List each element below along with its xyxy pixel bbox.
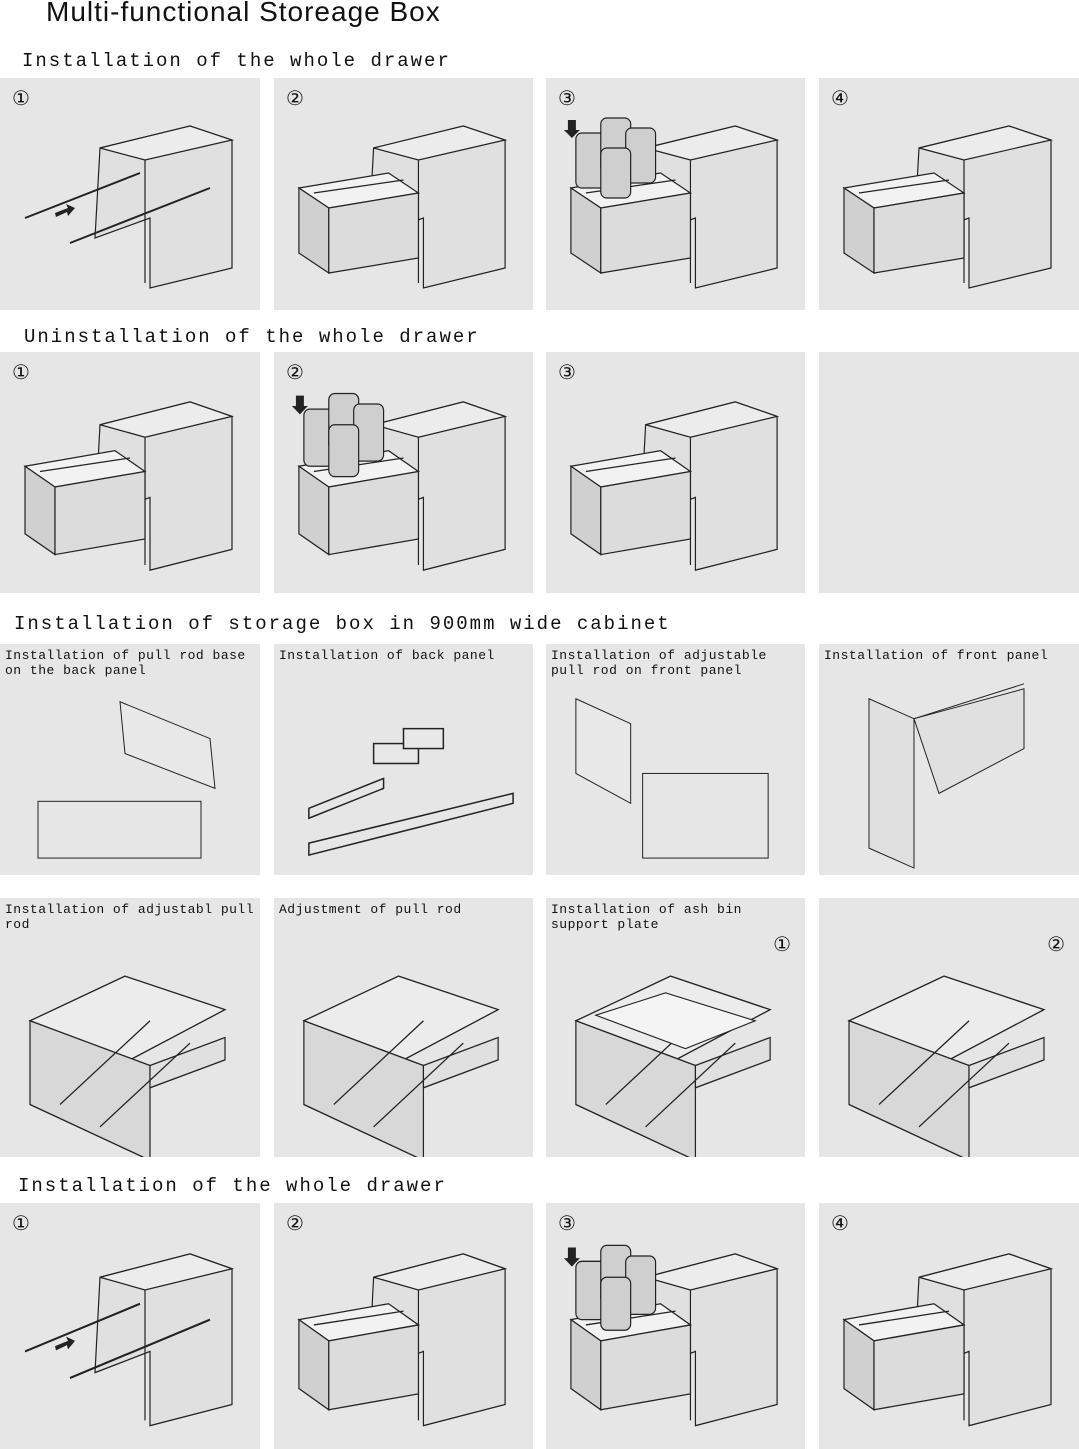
drawer-box-drawing: [28, 975, 227, 1157]
illustration: [28, 975, 227, 1157]
section-5-panel-4: ④: [819, 1203, 1079, 1449]
slide-rails: [24, 1302, 211, 1379]
panel-caption: Installation of adjustable pull rod on f…: [551, 648, 767, 678]
section-3-panel-3: Installation of adjustable pull rod on f…: [546, 644, 805, 875]
step-number: ①: [12, 1211, 30, 1235]
illustration: [37, 700, 216, 859]
cabinet-drawing: [913, 1253, 1054, 1427]
section-5-panel-1: ①: [0, 1203, 260, 1449]
illustration: [569, 401, 780, 571]
section-4-panel-1: Installation of adjustabl pull rod: [0, 898, 260, 1157]
section-heading-install-1: Installation of the whole drawer: [22, 50, 451, 72]
step-number: ①: [773, 932, 791, 956]
step-number: ②: [1047, 932, 1065, 956]
illustration: [24, 1253, 235, 1427]
illustration: [842, 1253, 1054, 1427]
illustration: [575, 697, 769, 859]
section-1-panel-2: ②: [274, 78, 533, 310]
step-number: ①: [12, 86, 30, 110]
section-3-panel-1: Installation of pull rod base on the bac…: [0, 644, 260, 875]
section-2-panel-4: [819, 352, 1079, 593]
front-panel-drawing: [575, 697, 769, 859]
cabinet-drawing: [367, 125, 508, 289]
section-2-panel-1: ①: [0, 352, 260, 593]
slide-rails: [24, 172, 211, 244]
section-4-panel-3: Installation of ash bin support plate ①: [546, 898, 805, 1157]
illustration: [23, 401, 235, 571]
illustration: [308, 727, 514, 857]
section-4-panel-2: Adjustment of pull rod: [274, 898, 533, 1157]
section-heading-900mm: Installation of storage box in 900mm wid…: [14, 613, 671, 635]
section-3-panel-4: Installation of front panel: [819, 644, 1079, 875]
arrow-icon: [55, 1336, 75, 1351]
section-heading-uninstall: Uninstallation of the whole drawer: [24, 326, 480, 348]
drawer-drawing: [842, 1303, 966, 1411]
arrow-down-icon: [291, 395, 308, 415]
illustration: [819, 352, 1079, 593]
illustration: [297, 1253, 508, 1427]
step-number: ④: [831, 86, 849, 110]
illustration: [574, 975, 772, 1157]
drawer-box-drawing: [302, 975, 500, 1157]
section-3-panel-2: Installation of back panel: [274, 644, 533, 875]
illustration: [291, 392, 508, 571]
cabinet-drawing: [913, 125, 1054, 289]
panel-caption: Installation of pull rod base on the bac…: [5, 648, 246, 678]
step-number: ③: [558, 86, 576, 110]
arrow-down-icon: [563, 1247, 580, 1267]
step-number: ①: [12, 360, 30, 384]
section-2-panel-2: ②: [274, 352, 533, 593]
panel-caption: Installation of front panel: [824, 648, 1049, 663]
arrow-down-icon: [563, 120, 580, 138]
waste-bins: [575, 117, 657, 199]
section-1-panel-1: ①: [0, 78, 260, 310]
step-number: ③: [558, 1211, 576, 1235]
panel-caption: Adjustment of pull rod: [279, 902, 462, 917]
illustration: [297, 125, 508, 289]
drawer-drawing: [297, 1303, 421, 1411]
section-2-panel-3: ③: [546, 352, 805, 593]
section-heading-install-2: Installation of the whole drawer: [18, 1175, 447, 1197]
step-number: ②: [286, 360, 304, 384]
section-1-panel-3: ③: [546, 78, 805, 310]
illustration: [24, 125, 235, 289]
back-panel-drawing: [37, 700, 216, 859]
section-5-panel-3: ③: [546, 1203, 805, 1449]
drawer-box-drawing: [847, 975, 1046, 1157]
waste-bins: [303, 392, 385, 478]
illustration: [868, 683, 1025, 869]
back-panel-rails: [308, 727, 514, 857]
front-panel-drawing: [868, 683, 1025, 869]
arrow-icon: [55, 204, 75, 217]
drawer-drawing: [569, 450, 693, 556]
illustration: [842, 125, 1054, 289]
panel-caption: Installation of adjustabl pull rod: [5, 902, 255, 932]
drawer-drawing: [297, 172, 421, 275]
illustration: [302, 975, 500, 1157]
section-1-panel-4: ④: [819, 78, 1079, 310]
illustration: [563, 117, 780, 289]
illustration: [563, 1244, 780, 1427]
illustration: [847, 975, 1046, 1157]
step-number: ②: [286, 86, 304, 110]
step-number: ②: [286, 1211, 304, 1235]
cabinet-drawing: [367, 401, 508, 571]
support-plate: [594, 992, 757, 1050]
page-title: Multi-functional Storeage Box: [46, 0, 441, 27]
step-number: ④: [831, 1211, 849, 1235]
section-5-panel-2: ②: [274, 1203, 533, 1449]
panel-caption: Installation of back panel: [279, 648, 495, 663]
panel-caption: Installation of ash bin support plate: [551, 902, 742, 932]
waste-bins: [575, 1244, 657, 1331]
section-4-panel-4: ②: [819, 898, 1079, 1157]
step-number: ③: [558, 360, 576, 384]
drawer-drawing: [842, 172, 966, 275]
drawer-drawing: [23, 450, 147, 556]
